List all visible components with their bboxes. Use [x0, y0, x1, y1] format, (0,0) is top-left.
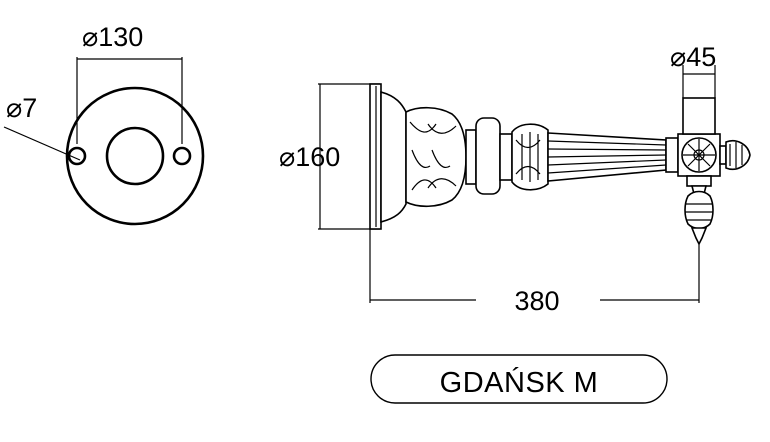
arm-flute-3 — [547, 154, 667, 158]
screw-hole-right — [172, 146, 192, 166]
tube-socket — [682, 97, 716, 135]
product-label-frame — [370, 354, 668, 404]
dim-7-leader — [3, 126, 81, 161]
center-bore — [105, 126, 165, 186]
arm-flute-2 — [547, 148, 667, 151]
bottom-finial-body — [684, 190, 714, 230]
dim-7-label: ⌀7 — [6, 93, 37, 123]
arm-end-cap — [665, 137, 679, 173]
dim-380-label: 380 — [514, 286, 559, 316]
wall-plate-front-view: ⌀130 ⌀7 — [3, 22, 205, 226]
bead-ring — [475, 117, 501, 195]
collar-1 — [465, 129, 477, 185]
bracket-side-view: ⌀160 — [279, 42, 751, 316]
screw-hole-left — [67, 146, 87, 166]
dim-160-label: ⌀160 — [279, 142, 340, 172]
dim-45-label: ⌀45 — [670, 42, 716, 72]
product-name: GDAŃSK M — [440, 366, 599, 399]
finial-flutes — [729, 142, 743, 168]
arm-flute-4 — [547, 159, 667, 166]
dim-130-label: ⌀130 — [82, 22, 143, 52]
rosette-petals — [683, 139, 715, 171]
bottom-finial-tip — [690, 227, 708, 246]
knob-flutes — [409, 121, 457, 191]
collar-2 — [499, 133, 513, 181]
side-finial — [725, 139, 751, 171]
bottom-finial-rings — [685, 203, 713, 221]
finial-neck — [719, 145, 727, 165]
knob-detail — [411, 149, 451, 169]
bottom-collar — [686, 175, 712, 187]
rose-flange — [380, 90, 407, 224]
small-knob-flutes — [515, 132, 541, 182]
product-label: GDAŃSK M — [370, 354, 668, 404]
arm-flute-1 — [547, 140, 667, 146]
plate-outline — [65, 86, 205, 226]
arm-flute-5 — [547, 164, 667, 174]
